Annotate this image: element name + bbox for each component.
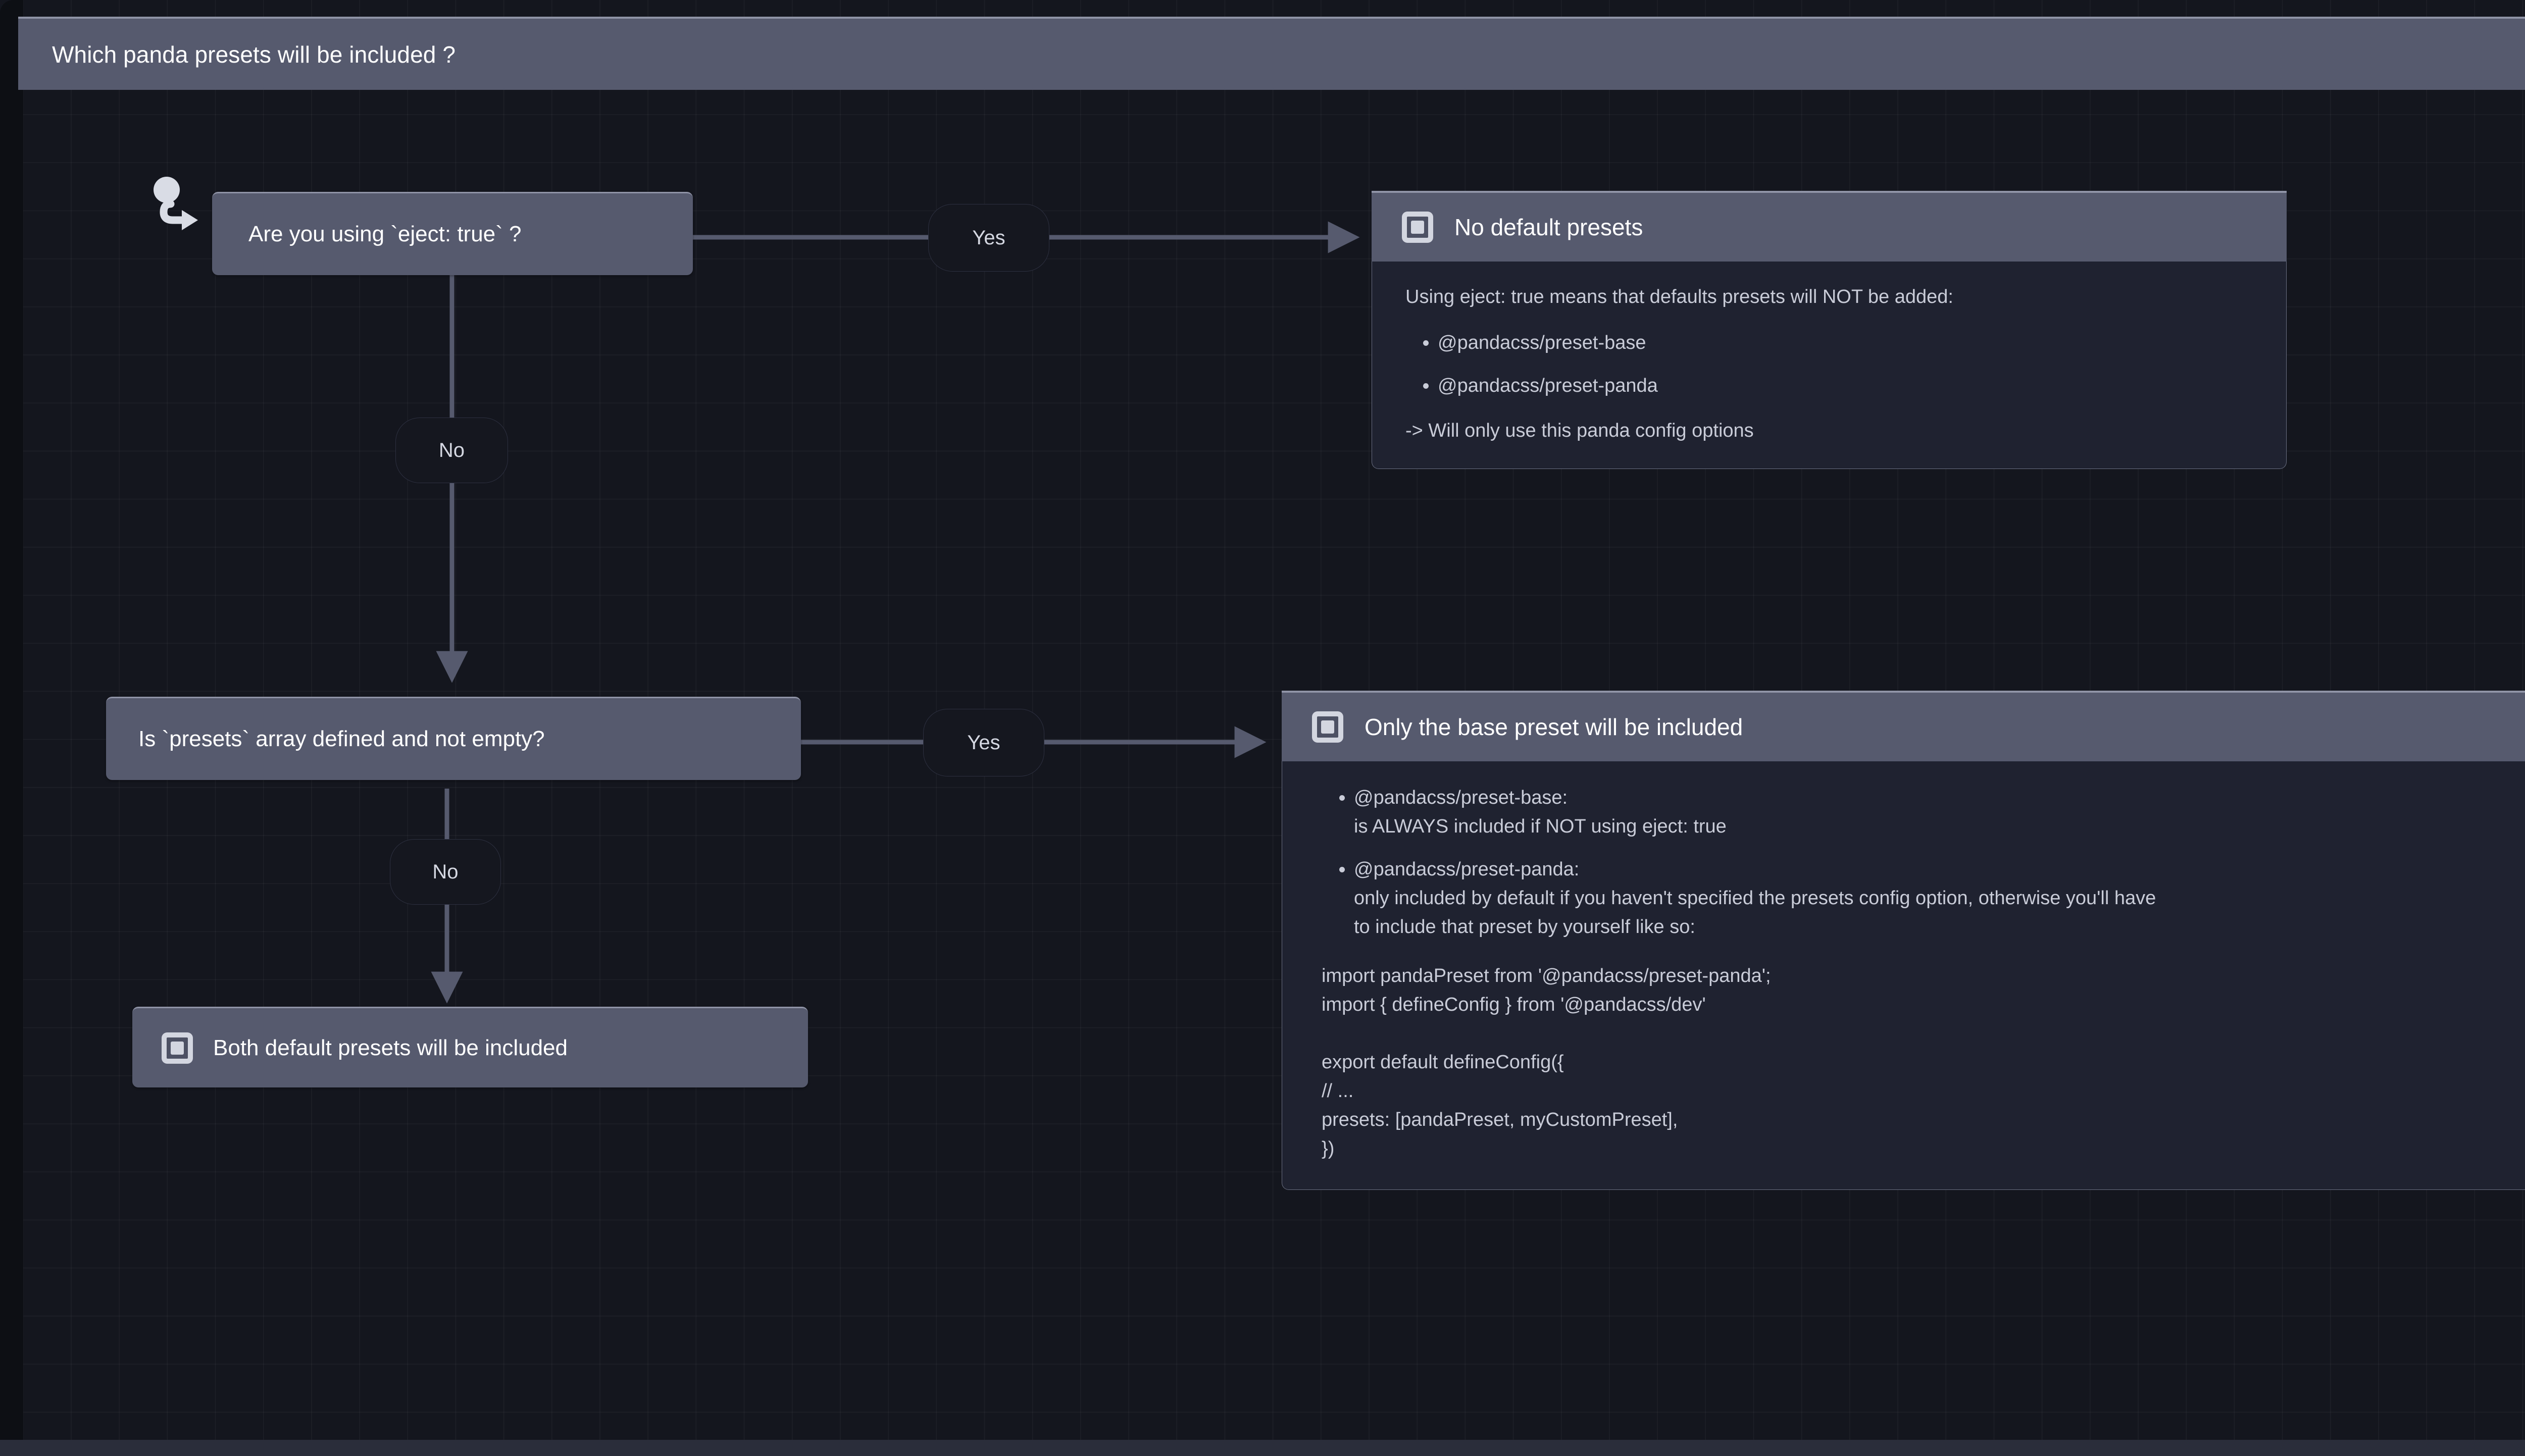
list-item: @pandacss/preset-panda: only included by…: [1354, 855, 2525, 942]
nested-square-icon: [162, 1032, 193, 1064]
panel-no-default-outro: -> Will only use this panda config optio…: [1405, 420, 1754, 441]
page-title: Which panda presets will be included ?: [52, 41, 456, 68]
code-line: // ...: [1322, 1080, 1354, 1102]
canvas-bottom-dark-gutter: [0, 1405, 23, 1440]
panel-base-preset-only-title: Only the base preset will be included: [1365, 714, 1743, 740]
panel-no-default-presets-body: Using eject: true means that defaults pr…: [1372, 262, 2287, 469]
code-line: export default defineConfig({: [1322, 1052, 1564, 1073]
canvas-bottom-gutter: [0, 1440, 2525, 1456]
node-result-both-presets-label: Both default presets will be included: [213, 1035, 568, 1060]
panel-no-default-presets-header: No default presets: [1372, 191, 2287, 262]
node-decision-presets-label: Is `presets` array defined and not empty…: [138, 726, 545, 751]
bullet-detail: is ALWAYS included if NOT using eject: t…: [1354, 816, 1727, 837]
list-item: @pandacss/preset-panda: [1438, 372, 2253, 400]
list-item: @pandacss/preset-base: is ALWAYS include…: [1354, 784, 2525, 841]
bullet-detail-cont: to include that preset by yourself like …: [1354, 916, 1695, 938]
bullet-detail: only included by default if you haven't …: [1354, 888, 2156, 909]
panel-no-default-presets[interactable]: No default presets Using eject: true mea…: [1372, 191, 2287, 469]
code-line: import { defineConfig } from '@pandacss/…: [1322, 994, 1706, 1015]
edge-label-eject-no: No: [395, 418, 508, 483]
panel-no-default-bullet-list: @pandacss/preset-base @pandacss/preset-p…: [1405, 329, 2253, 400]
panel-base-preset-only[interactable]: Only the base preset will be included @p…: [1282, 691, 2525, 1190]
code-line: presets: [pandaPreset, myCustomPreset],: [1322, 1109, 1678, 1130]
nested-square-icon: [1312, 711, 1343, 743]
code-line: import pandaPreset from '@pandacss/prese…: [1322, 965, 1771, 986]
diagram-title-bar: Which panda presets will be included ?: [18, 17, 2525, 90]
node-decision-eject[interactable]: Are you using `eject: true` ?: [212, 192, 693, 275]
edge-label-presets-no: No: [390, 839, 501, 905]
bullet-name: @pandacss/preset-panda:: [1354, 859, 1580, 880]
edge-label-eject-no-text: No: [438, 439, 465, 461]
edge-label-eject-yes: Yes: [928, 204, 1049, 272]
canvas-left-gutter: [0, 0, 23, 1456]
node-decision-eject-label: Are you using `eject: true` ?: [248, 222, 522, 246]
panel-base-preset-only-header: Only the base preset will be included: [1282, 691, 2525, 761]
bullet-name: @pandacss/preset-base:: [1354, 787, 1568, 808]
panel-base-preset-only-body: @pandacss/preset-base: is ALWAYS include…: [1282, 761, 2525, 1190]
edge-label-presets-yes-text: Yes: [967, 731, 1000, 754]
node-decision-presets[interactable]: Is `presets` array defined and not empty…: [106, 697, 801, 780]
code-line: }): [1322, 1138, 1335, 1159]
edge-label-presets-no-text: No: [432, 860, 459, 883]
edge-label-eject-yes-text: Yes: [972, 226, 1005, 249]
panel-no-default-intro: Using eject: true means that defaults pr…: [1405, 286, 1953, 307]
list-item: @pandacss/preset-base: [1438, 329, 2253, 357]
node-result-both-presets[interactable]: Both default presets will be included: [132, 1007, 808, 1087]
panel-base-preset-bullet-list: @pandacss/preset-base: is ALWAYS include…: [1322, 784, 2525, 942]
nested-square-icon: [1402, 212, 1433, 243]
edge-label-presets-yes: Yes: [923, 709, 1044, 776]
panel-no-default-presets-title: No default presets: [1454, 214, 1643, 240]
code-line: [1322, 1019, 2525, 1048]
code-block: import pandaPreset from '@pandacss/prese…: [1322, 962, 2525, 1163]
